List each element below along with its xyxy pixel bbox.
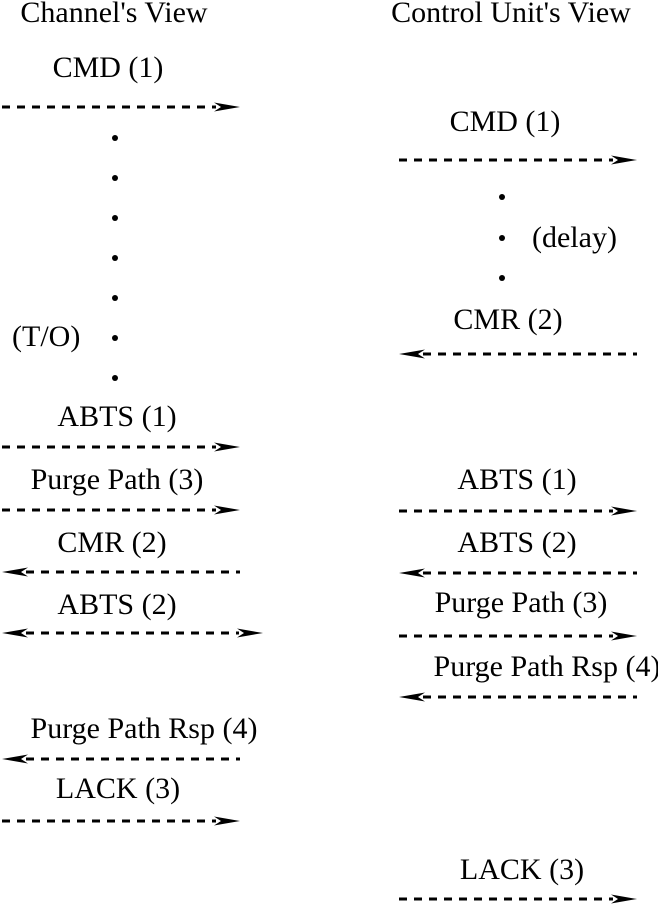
ellipsis-dot bbox=[499, 235, 505, 241]
right-msg-cmd1-label: CMD (1) bbox=[449, 105, 561, 138]
left-msg-abts1-arrow-right bbox=[2, 442, 240, 452]
right-msg-cmr2-label: CMR (2) bbox=[453, 303, 563, 336]
ellipsis-dot bbox=[112, 175, 118, 181]
ellipsis-dot bbox=[112, 295, 118, 301]
right-msg-purgepath3-label: Purge Path (3) bbox=[434, 586, 608, 619]
ellipsis-dot bbox=[499, 275, 505, 281]
right-msg-abts2-label: ABTS (2) bbox=[457, 526, 577, 559]
left-msg-cmd1-label: CMD (1) bbox=[52, 51, 164, 84]
right-msg-lack3-label: LACK (3) bbox=[459, 853, 585, 886]
ellipsis-dot bbox=[112, 375, 118, 381]
ellipsis-dot bbox=[112, 335, 118, 341]
left-msg-abts2-arrow-both bbox=[2, 628, 263, 638]
left-msg-cmd1-arrow-right bbox=[2, 102, 240, 112]
left-msg-abts2-label: ABTS (2) bbox=[57, 588, 177, 621]
left-msg-abts1-label: ABTS (1) bbox=[57, 400, 177, 433]
right-column-title: Control Unit's View bbox=[391, 0, 631, 29]
left-msg-cmr2-arrow-left bbox=[2, 567, 240, 577]
ellipsis-dot bbox=[112, 135, 118, 141]
right-msg-cmr2-arrow-left bbox=[399, 349, 637, 359]
timeout-annotation: (T/O) bbox=[12, 320, 81, 353]
delay-annotation: (delay) bbox=[532, 221, 617, 254]
left-msg-purgepath3-arrow-right bbox=[2, 505, 240, 515]
ellipsis-dot bbox=[499, 194, 505, 200]
right-msg-lack3-arrow-right bbox=[399, 894, 637, 904]
left-msg-purgepathrsp4-arrow-left bbox=[2, 754, 240, 764]
left-msg-purgepathrsp4-label: Purge Path Rsp (4) bbox=[30, 712, 258, 745]
left-msg-lack3-label: LACK (3) bbox=[55, 772, 181, 805]
ellipsis-dot bbox=[112, 215, 118, 221]
ellipsis-dot bbox=[112, 255, 118, 261]
left-msg-purgepath3-label: Purge Path (3) bbox=[30, 463, 204, 496]
right-msg-purgepathrsp4-arrow-left bbox=[399, 692, 637, 702]
left-msg-cmr2-label: CMR (2) bbox=[57, 526, 167, 559]
right-msg-abts1-label: ABTS (1) bbox=[457, 463, 577, 496]
left-msg-lack3-arrow-right bbox=[2, 816, 240, 826]
right-msg-abts1-arrow-right bbox=[399, 506, 637, 516]
right-msg-purgepath3-arrow-right bbox=[399, 631, 637, 641]
right-msg-cmd1-arrow-right bbox=[399, 155, 637, 165]
right-msg-purgepathrsp4-label: Purge Path Rsp (4) bbox=[433, 650, 658, 683]
left-column-title: Channel's View bbox=[20, 0, 208, 29]
right-msg-abts2-arrow-left bbox=[399, 568, 637, 578]
